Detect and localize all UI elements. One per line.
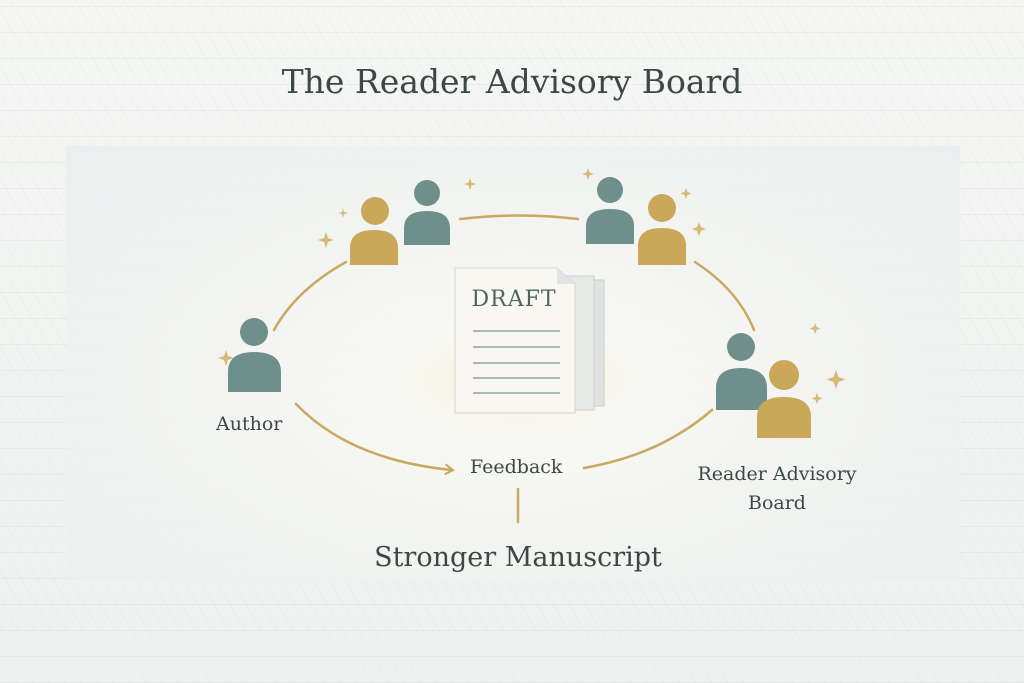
outcome-label: Stronger Manuscript: [374, 542, 662, 573]
page-title: The Reader Advisory Board: [281, 62, 743, 101]
author-person-icon: [228, 318, 281, 392]
board-label: Reader Advisory Board: [697, 463, 857, 514]
draft-document-icon: [454, 267, 605, 414]
person-gold-top-left-icon: [350, 197, 398, 265]
arrow-author-to-feedback: [294, 402, 455, 476]
feedback-label: Feedback: [470, 456, 563, 478]
draft-label: DRAFT: [471, 287, 557, 312]
person-gold-top-right-icon: [638, 194, 686, 265]
arc-top: [458, 214, 580, 221]
person-teal-top-right-icon: [586, 177, 634, 244]
arc-board-to-feedback: [582, 408, 714, 470]
board-person-gold-icon: [757, 360, 811, 438]
arc-left: [272, 260, 348, 332]
board-person-teal-icon: [716, 333, 767, 410]
arc-right: [693, 260, 756, 332]
author-label: Author: [216, 413, 283, 435]
sparkle-icons: [218, 168, 846, 404]
person-teal-top-left-icon: [404, 180, 450, 245]
